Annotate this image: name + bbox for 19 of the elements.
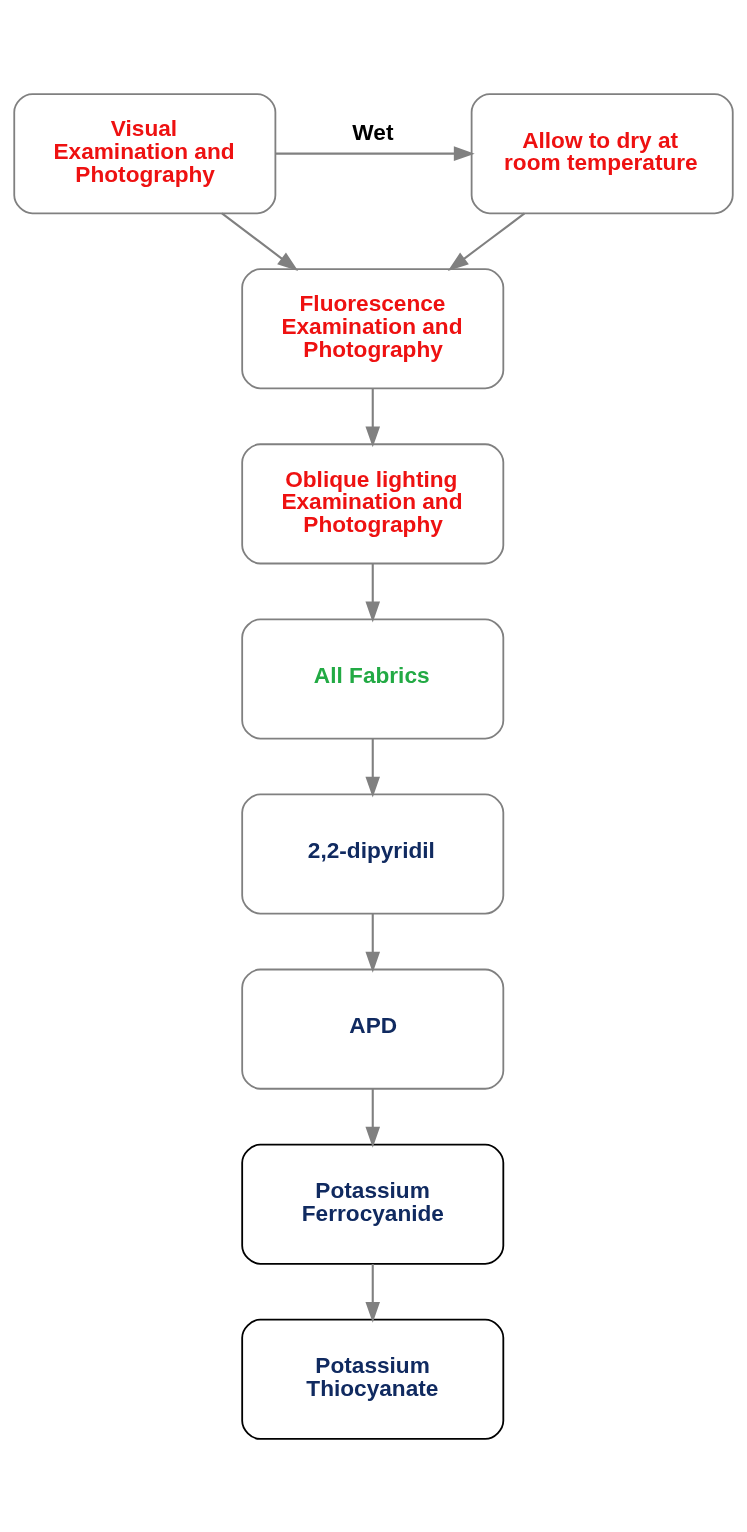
arrow (221, 212, 299, 271)
arrow (365, 1263, 381, 1323)
node-box: Potassium Thiocyanate (241, 1318, 505, 1440)
node-box: Oblique lighting Examination and Photography (241, 442, 505, 564)
arrow (365, 388, 381, 447)
arrow (447, 212, 526, 271)
arrow (365, 1088, 381, 1148)
node-box: APD (241, 968, 505, 1090)
node-box: Fluorescence Examination and Photography (241, 267, 505, 389)
arrow (275, 145, 475, 161)
edge-label: Wet (352, 119, 394, 145)
node-box: Allow to dry at room temperature (470, 92, 734, 214)
arrow (365, 738, 381, 798)
node-box: Visual Examination and Photography (13, 92, 277, 214)
arrow (365, 913, 381, 973)
node-box: All Fabrics (241, 617, 505, 739)
arrow (365, 563, 381, 622)
node-box: 2,2-dipyridil (241, 793, 505, 915)
node-box: Potassium Ferrocyanide (241, 1143, 505, 1265)
